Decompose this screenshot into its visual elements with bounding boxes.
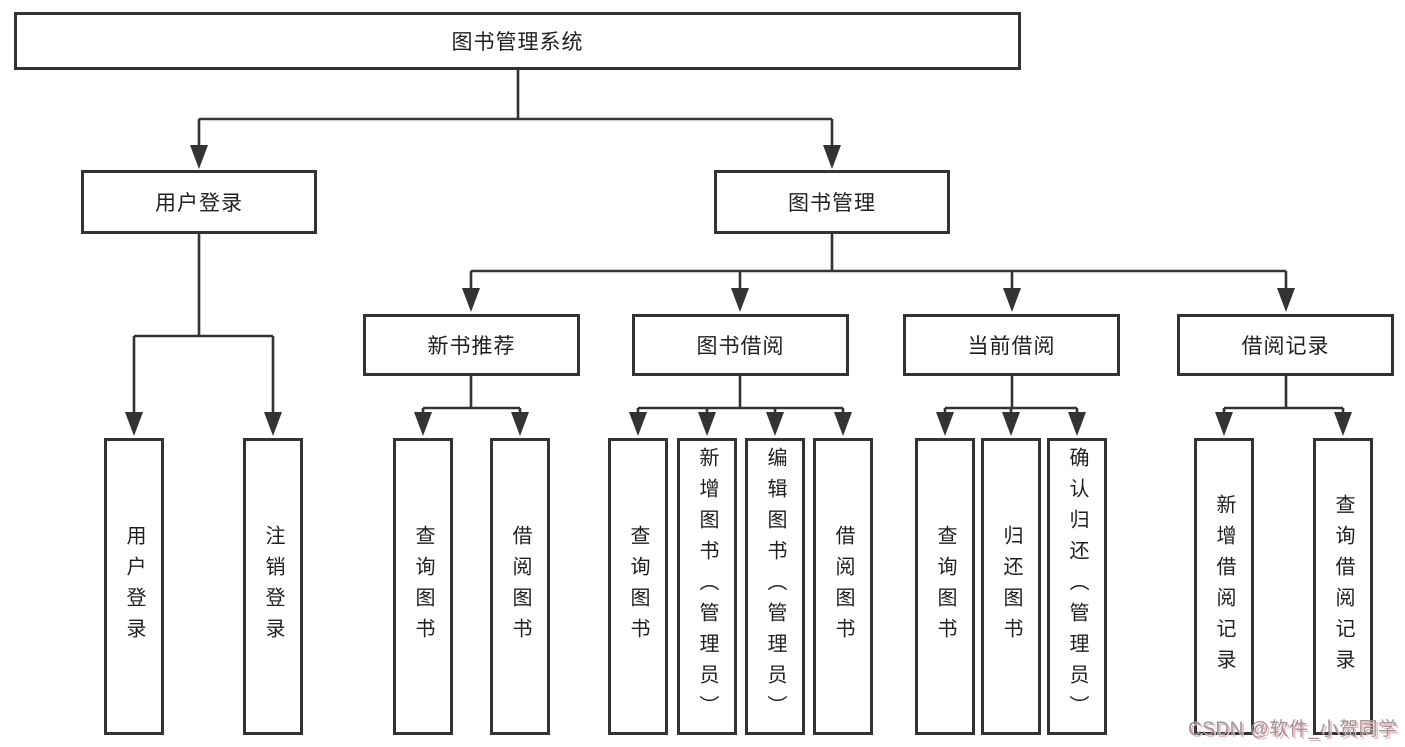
leaf-label: 查询图书 [412, 524, 434, 649]
leaf-logout: 注销登录 [243, 438, 303, 735]
leaf-borrow-books: 借阅图书 [813, 438, 873, 735]
leaf-query-books-borrowing: 查询图书 [608, 438, 668, 735]
leaf-query-borrow-record: 查询借阅记录 [1313, 438, 1373, 735]
leaf-borrow-books-recommend: 借阅图书 [490, 438, 550, 735]
leaf-return-books: 归还图书 [981, 438, 1041, 735]
node-book-borrowing: 图书借阅 [632, 314, 849, 376]
leaf-query-books-recommend: 查询图书 [393, 438, 453, 735]
csdn-watermark: CSDN @软件_小贺同学 [1188, 719, 1398, 740]
leaf-label: 编辑图书（管理员） [764, 447, 786, 726]
leaf-label: 新增图书（管理员） [696, 447, 718, 726]
node-user-login: 用户登录 [81, 170, 317, 234]
node-book-management: 图书管理 [714, 170, 950, 234]
leaf-label: 确认归还（管理员） [1066, 447, 1088, 726]
leaf-user-login: 用户登录 [104, 438, 164, 735]
leaf-query-books-current: 查询图书 [915, 438, 975, 735]
node-borrowing-records: 借阅记录 [1177, 314, 1394, 376]
node-new-book-recommendation: 新书推荐 [363, 314, 580, 376]
leaf-label: 查询图书 [934, 524, 956, 649]
leaf-label: 借阅图书 [509, 524, 531, 649]
node-library-management-system: 图书管理系统 [14, 12, 1021, 70]
leaf-label: 归还图书 [1000, 524, 1022, 649]
node-current-borrowing: 当前借阅 [903, 314, 1120, 376]
leaf-edit-books-admin: 编辑图书（管理员） [745, 438, 805, 735]
leaf-label: 查询借阅记录 [1332, 493, 1354, 680]
leaf-label: 借阅图书 [832, 524, 854, 649]
leaf-label: 新增借阅记录 [1213, 493, 1235, 680]
leaf-label: 用户登录 [123, 524, 145, 649]
leaf-label: 注销登录 [262, 524, 284, 649]
leaf-add-books-admin: 新增图书（管理员） [677, 438, 737, 735]
leaf-label: 查询图书 [627, 524, 649, 649]
leaf-confirm-return-admin: 确认归还（管理员） [1047, 438, 1107, 735]
leaf-add-borrow-record: 新增借阅记录 [1194, 438, 1254, 735]
